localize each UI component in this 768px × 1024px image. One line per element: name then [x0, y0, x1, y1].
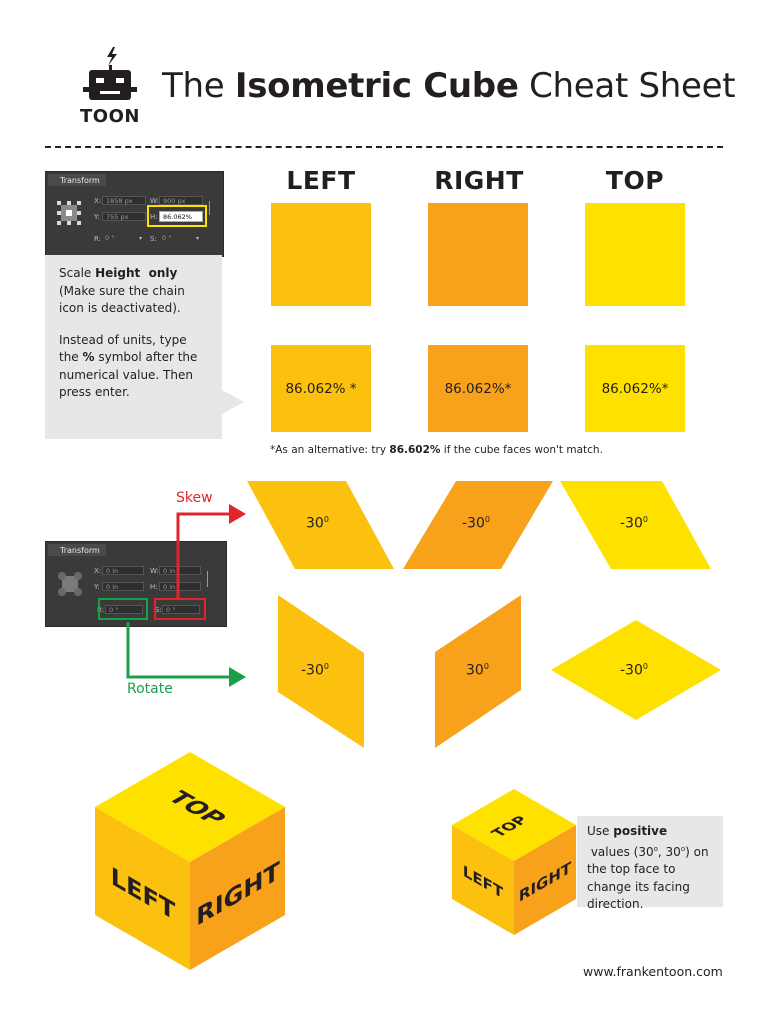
s-label: S:	[150, 235, 157, 243]
title-bold: Isometric Cube	[234, 66, 519, 106]
skew-label: Skew	[176, 490, 213, 506]
r-label: R:	[94, 235, 102, 243]
w-field[interactable]: 900 px	[159, 196, 203, 205]
x-field[interactable]: 1858 px	[102, 196, 146, 205]
title-prefix: The	[162, 66, 235, 106]
y-field-2[interactable]: 0 in	[102, 582, 144, 591]
reference-point-icon-2[interactable]	[58, 572, 82, 596]
column-header-top: TOP	[605, 166, 665, 195]
scaled-right-value: 86.062%*	[444, 380, 512, 397]
rotate-top-value: -300	[620, 662, 648, 679]
skew-right-face	[403, 481, 553, 569]
robot-logo-icon	[83, 47, 137, 100]
scaled-top-value: 86.062%*	[601, 380, 669, 397]
square-left-face	[271, 203, 371, 306]
rotate-left-value: -300	[301, 662, 329, 679]
r-field[interactable]: 0 °	[105, 234, 115, 242]
column-header-left: LEFT	[286, 166, 356, 195]
reference-point-icon[interactable]	[56, 200, 82, 226]
skew-top-face	[560, 481, 711, 569]
column-header-right: RIGHT	[434, 166, 524, 195]
y-label: Y:	[94, 213, 100, 221]
chain-icon[interactable]	[209, 201, 213, 215]
square-top-face	[585, 203, 685, 306]
r-label-2: R:	[97, 606, 105, 614]
positive-values-note: Use positive values (30o, 30o) on the to…	[577, 816, 723, 911]
h-label-2: H:	[150, 583, 158, 591]
scaled-left-face: 86.062% *	[271, 345, 371, 432]
skew-left-value: 300	[306, 515, 329, 532]
large-cube-left-face	[95, 807, 190, 970]
h-label: H:	[150, 213, 158, 221]
title-suffix: Cheat Sheet	[518, 66, 736, 106]
x-label-2: X:	[94, 567, 102, 575]
rotate-right-value: 300	[466, 662, 489, 679]
skew-highlight	[154, 598, 206, 620]
s-label-2: S:	[155, 606, 162, 614]
x-label: X:	[94, 197, 102, 205]
rotate-right-face	[435, 595, 521, 748]
square-right-face	[428, 203, 528, 306]
scaled-top-face: 86.062%*	[585, 345, 685, 432]
transform-tab[interactable]: Transform	[48, 174, 106, 186]
logo: TOON	[80, 44, 140, 132]
large-cube-right-face	[190, 807, 285, 970]
alternative-note: *As an alternative: try 86.602% if the c…	[270, 444, 603, 456]
skew-right-value: -300	[462, 515, 490, 532]
skew-left-face	[247, 481, 394, 569]
y-label-2: Y:	[94, 583, 100, 591]
skew-field[interactable]: 0 °	[162, 605, 200, 614]
instruction-percent: Instead of units, type the % symbol afte…	[59, 332, 198, 400]
small-cube-left-face	[452, 825, 514, 935]
footer-url[interactable]: www.frankentoon.com	[583, 964, 723, 979]
instructions-note: Scale Height only (Make sure the chain i…	[45, 255, 222, 439]
r-dropdown-arrow[interactable]: ▾	[139, 235, 143, 242]
y-field[interactable]: 755 px	[102, 212, 146, 221]
rotate-highlight	[98, 598, 148, 620]
s-dropdown-arrow[interactable]: ▾	[196, 235, 200, 242]
page-title: The Isometric Cube Cheat Sheet	[162, 66, 736, 106]
w-label: W:	[150, 197, 159, 205]
scaled-left-value: 86.062% *	[285, 380, 357, 397]
logo-text: TOON	[80, 106, 140, 127]
h-field[interactable]: 86.062%	[159, 211, 203, 222]
x-field-2[interactable]: 0 in	[102, 566, 144, 575]
instruction-scale-height: Scale Height only (Make sure the chain i…	[59, 266, 185, 315]
rotate-left-face	[278, 595, 364, 748]
small-cube-right-face	[514, 825, 576, 935]
scaled-right-face: 86.062%*	[428, 345, 528, 432]
rotate-top-face	[551, 620, 721, 720]
rotate-label: Rotate	[127, 681, 173, 697]
transform-tab-2[interactable]: Transform	[48, 544, 106, 556]
skew-top-value: -300	[620, 515, 648, 532]
h-field-highlight	[147, 205, 207, 227]
transform-panel-scale: Transform X: 1858 px W: 900 px Y: 755 px…	[45, 171, 224, 257]
large-isometric-cube: TOP LEFT RIGHT	[95, 752, 285, 970]
small-isometric-cube: TOP LEFT RIGHT	[452, 789, 576, 935]
note-pointer	[222, 390, 244, 414]
dashed-divider	[45, 146, 723, 148]
s-field[interactable]: 0 °	[162, 234, 172, 242]
rotate-field[interactable]: 0 °	[105, 605, 143, 614]
w-label-2: W:	[150, 567, 159, 575]
